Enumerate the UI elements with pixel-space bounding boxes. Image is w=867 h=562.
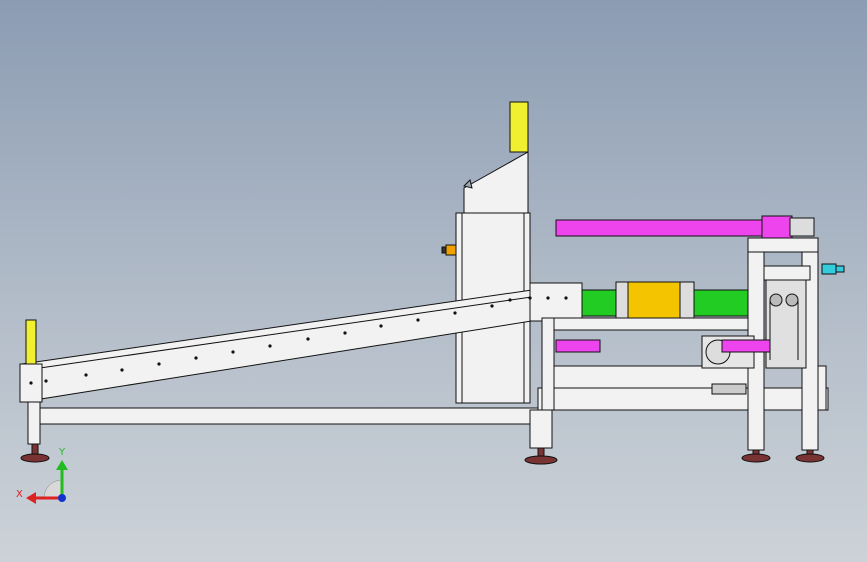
cabinet-sensor-post (509, 101, 529, 153)
pulley-left (769, 293, 783, 307)
y-axis-label: Y (58, 447, 66, 458)
right-frame-top (747, 237, 819, 253)
middle-leg (529, 409, 553, 449)
base-rail (39, 407, 539, 425)
pulley-right (785, 293, 799, 307)
right-frame-box (763, 265, 811, 281)
motor-base (711, 383, 747, 395)
conveyor-top-edge (39, 289, 581, 369)
right-frame-beam-upper (551, 317, 753, 331)
arm-clamp (789, 217, 815, 237)
x-axis-arrow (26, 492, 36, 504)
button-base (441, 246, 447, 254)
magenta-arm[interactable] (555, 219, 771, 237)
y-axis-arrow (56, 460, 68, 470)
cabinet-top-panel (463, 151, 529, 214)
emergency-button[interactable] (445, 244, 457, 256)
yellow-drum (627, 281, 683, 323)
axis-triad: Y X (16, 447, 68, 504)
panel-bracket (463, 179, 473, 189)
magenta-plate-right (721, 339, 771, 353)
left-sensor-post (25, 319, 37, 365)
conveyor-holes (29, 296, 568, 385)
conveyor-head-box (529, 282, 583, 322)
x-axis-label: X (16, 489, 23, 500)
right-frame-inner (765, 279, 807, 369)
arm-hinge[interactable] (761, 215, 793, 239)
left-leg (27, 399, 41, 445)
cyan-fitting (821, 263, 837, 275)
magenta-plate-left (555, 339, 601, 353)
cyan-fitting-tip (835, 265, 845, 273)
drum-flange-right (679, 281, 695, 323)
origin-point (58, 494, 66, 502)
right-outer-panel (817, 365, 827, 411)
right-frame-column-left (541, 317, 555, 411)
base-rail-right (537, 387, 829, 411)
leveling-feet (20, 443, 825, 465)
